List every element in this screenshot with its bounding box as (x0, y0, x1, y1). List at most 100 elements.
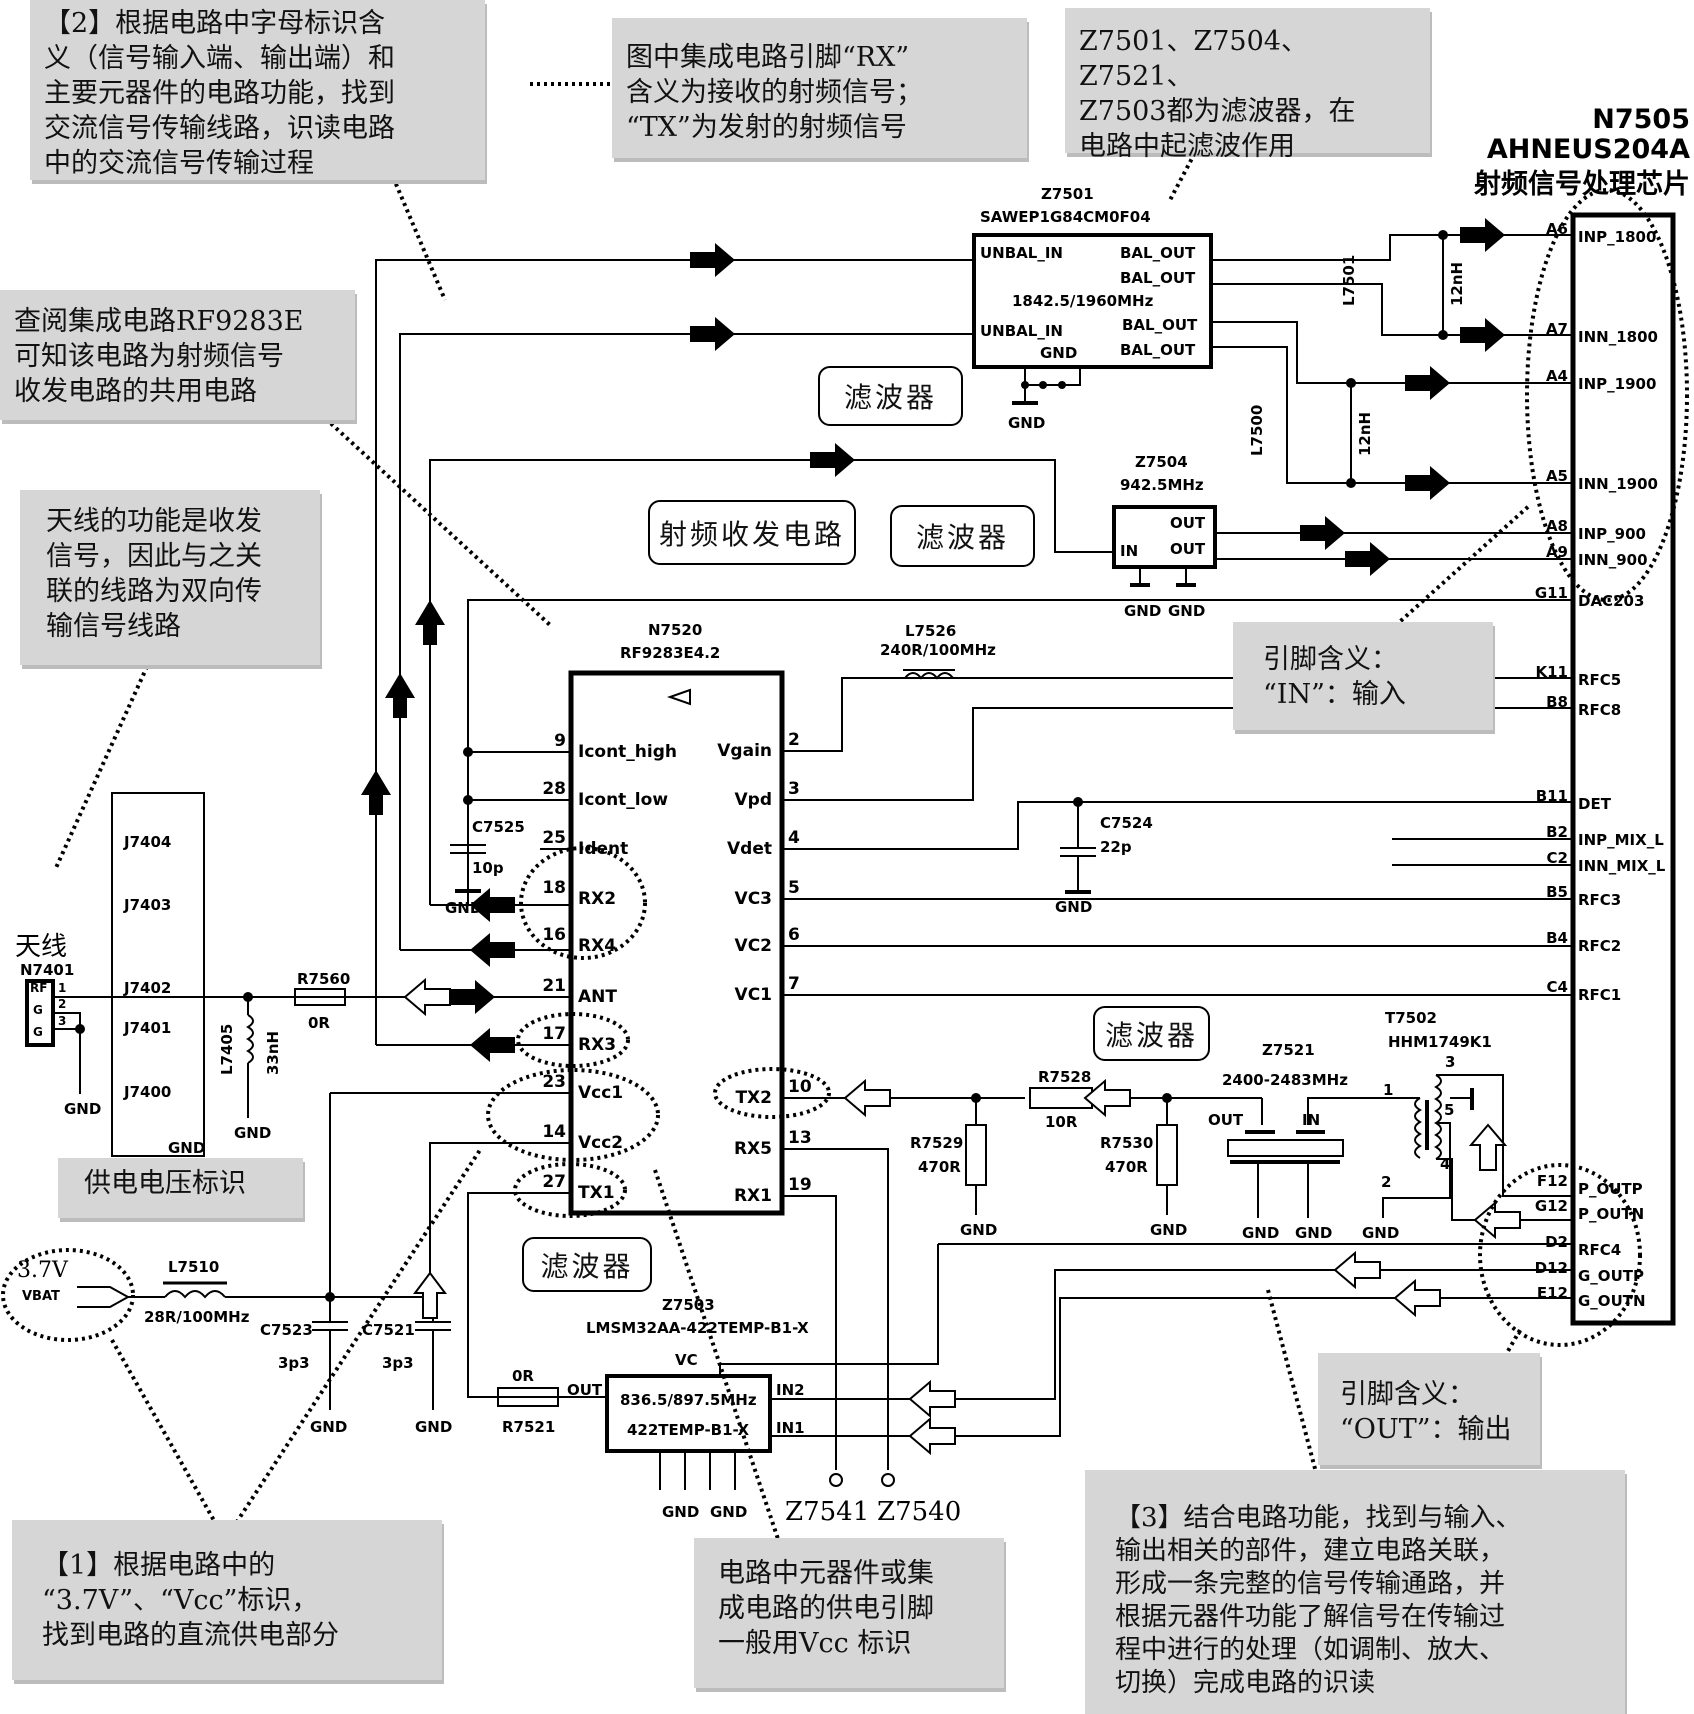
n7520-ref: N7520 (648, 621, 702, 639)
t7502-part: HHM1749K1 (1388, 1033, 1492, 1051)
note-step2: 【2】根据电路中字母标识含 义（信号输入端、输出端）和 主要元器件的电路功能，找… (30, 0, 485, 180)
n7520-pin-num: 3 (788, 779, 800, 799)
supply-net: VBAT (22, 1289, 60, 1304)
n7505-pin-name: RFC3 (1578, 891, 1621, 909)
note-supply-mark: 供电电压标识 (58, 1158, 303, 1218)
n7520-pin-num: 28 (542, 779, 566, 799)
z7504-out: OUT (1170, 540, 1206, 558)
n7520-pin-num: 21 (542, 976, 566, 996)
n7520-pin-name: VC3 (735, 889, 772, 909)
n7520-pin-name: Ident (578, 839, 628, 859)
n7505-ref: N7505 (1592, 104, 1690, 135)
antenna-pin: G (33, 1003, 43, 1017)
n7505-pin-ball: C4 (1547, 978, 1568, 996)
r7521-val: 0R (512, 1367, 534, 1385)
l7501-val: 12nH (1448, 262, 1466, 306)
gnd-label: GND (64, 1100, 101, 1118)
n7520-pin-name: Vpd (735, 790, 773, 810)
z7521-ref: Z7521 (1262, 1041, 1315, 1059)
tx-arrow (908, 1379, 956, 1419)
highlight-ellipse (713, 1067, 831, 1119)
n7520-pin-num: 2 (788, 730, 800, 750)
n7505-pin-ball: K11 (1536, 663, 1569, 681)
highlight-ellipse (516, 1012, 630, 1068)
tx-arrow (403, 977, 451, 1017)
z7501-part: SAWEP1G84CM0F04 (980, 208, 1151, 226)
note-pin-in: 引脚含义： “IN”：输入 (1233, 622, 1493, 730)
n7505-pin-name: RFC8 (1578, 701, 1621, 719)
r7529-ref: R7529 (910, 1134, 963, 1152)
n7520-pin-name: ANT (578, 987, 617, 1007)
signal-arrow (1405, 466, 1450, 500)
z7503-in2: IN2 (776, 1381, 805, 1399)
z7504-in: IN (1120, 542, 1138, 560)
z7501-body (972, 233, 1213, 369)
l7500-ref: L7500 (1248, 405, 1266, 456)
switch-j7403: J7403 (123, 896, 171, 914)
z7501-pin: BAL_OUT (1120, 341, 1196, 359)
n7505-part: AHNEUS204A (1487, 134, 1690, 165)
gnd-label: GND (1008, 414, 1045, 432)
n7520-pin-num: 14 (542, 1122, 566, 1142)
n7505-pin-ball: G12 (1535, 1197, 1568, 1215)
l7510-val: 28R/100MHz (144, 1308, 250, 1326)
n7505-pin-ball: A9 (1546, 543, 1568, 561)
gnd-label: GND (1295, 1224, 1332, 1242)
r7528-ref: R7528 (1038, 1068, 1091, 1086)
n7520-pin-name: TX1 (578, 1183, 615, 1203)
note-filters: Z7501、Z7504、Z7521、 Z7503都为滤波器，在 电路中起滤波作用 (1065, 8, 1430, 162)
l7526-val: 240R/100MHz (880, 641, 996, 659)
signal-arrow (1460, 218, 1505, 252)
n7505-pin-ball: B4 (1546, 929, 1568, 947)
n7505-pin-name: RFC5 (1578, 671, 1621, 689)
highlight-ellipse (1525, 188, 1689, 602)
n7520-pin-name: Vcc2 (578, 1133, 623, 1153)
test-point-z7540: Z7540 (877, 1497, 961, 1527)
n7520-pin-list: 9Icont_high28Icont_low25Ident18RX216RX42… (542, 730, 812, 1206)
z7521-in: IN (1302, 1111, 1320, 1129)
z7504-body (1112, 505, 1217, 569)
signal-arrow (1405, 366, 1450, 400)
n7520-pin-num: 16 (542, 925, 566, 945)
antenna-pin-num: 1 (58, 981, 66, 995)
n7505-pin-name: DET (1578, 795, 1612, 813)
l7501-ref: L7501 (1340, 255, 1358, 306)
highlight-ellipse (513, 1162, 627, 1218)
n7520-pin-num: 7 (788, 974, 800, 994)
t7502-pin: 4 (1440, 1155, 1450, 1173)
n7520-pin-num: 23 (542, 1072, 566, 1092)
r7529-val: 470R (918, 1158, 961, 1176)
n7520-pin-name: RX4 (578, 936, 616, 956)
z7504-out: OUT (1170, 514, 1206, 532)
gnd-label: GND (445, 899, 482, 917)
switch-j7402: J7402 (123, 979, 171, 997)
z7501-pin: BAL_OUT (1120, 269, 1196, 287)
n7505-pin-name: INP_900 (1578, 525, 1646, 543)
signal-arrow (361, 770, 391, 815)
n7505-pin-ball: F12 (1537, 1172, 1568, 1190)
signal-arrow (690, 317, 735, 351)
c7525-ref: C7525 (472, 818, 525, 836)
highlight-ellipse (486, 1068, 660, 1162)
r7521-ref: R7521 (502, 1418, 555, 1436)
n7520-pin-num: 13 (788, 1128, 812, 1148)
n7520-pin-num: 9 (554, 731, 566, 751)
signal-arrow (470, 888, 515, 922)
bubble-filter-z7521: 滤波器 (1093, 1006, 1210, 1061)
z7503-vc: VC (675, 1351, 698, 1369)
t7502-pin: 3 (1445, 1053, 1455, 1071)
gnd-label: GND (1242, 1224, 1279, 1242)
signal-arrow (415, 600, 445, 645)
switch-j7400: J7400 (123, 1083, 171, 1101)
note-antenna: 天线的功能是收发 信号，因此与之关 联的线路为双向传 输信号线路 (20, 490, 320, 665)
signal-arrow (1345, 542, 1390, 576)
antenna-ref: N7401 (20, 961, 74, 979)
z7503-freq: 836.5/897.5MHz (620, 1391, 757, 1409)
gnd-label: GND (310, 1418, 347, 1436)
tx-arrow (1083, 1078, 1131, 1118)
n7505-pin-name: G_OUTN (1578, 1292, 1646, 1310)
gnd-label: GND (1168, 602, 1205, 620)
signal-arrow (690, 243, 735, 277)
n7520-pin-name: Icont_low (578, 790, 668, 810)
z7503-in1: IN1 (776, 1419, 805, 1437)
